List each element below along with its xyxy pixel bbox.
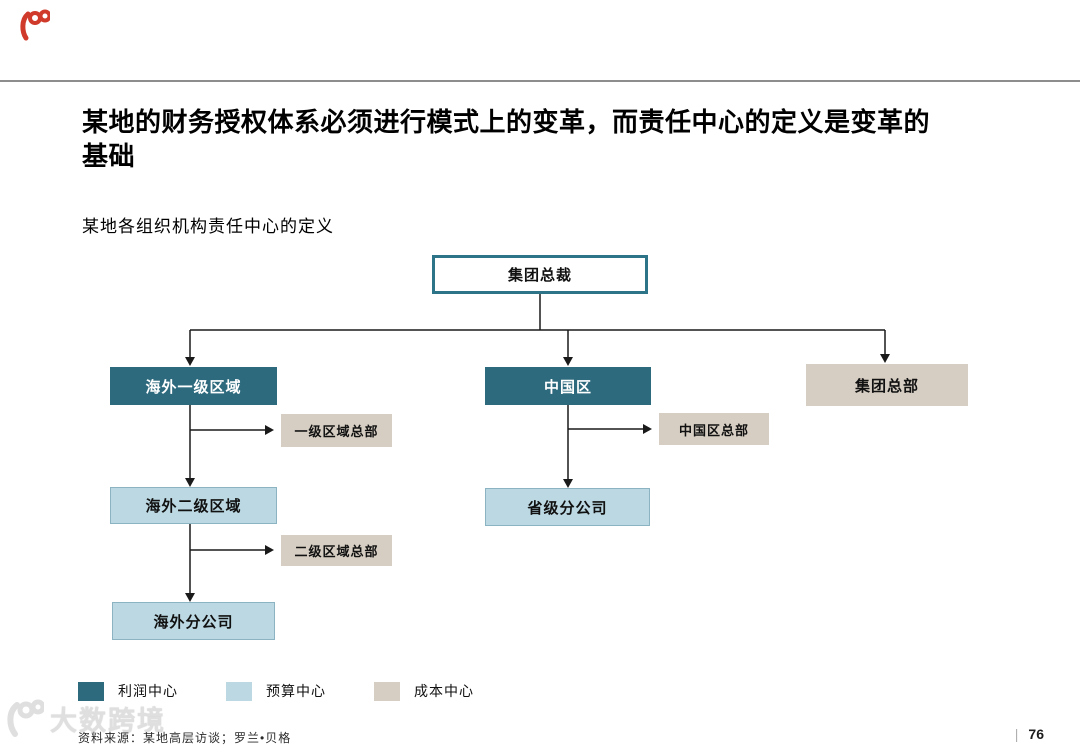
legend-item-profit-center: 利润中心: [78, 681, 178, 701]
page-title-line2: 基础: [82, 140, 136, 171]
cost-center-swatch: [374, 681, 400, 701]
org-node-province-branch-company: 省级分公司: [485, 488, 650, 526]
budget-center-swatch: [226, 681, 252, 701]
legend-label: 利润中心: [118, 683, 178, 699]
org-node-level1-region-hq: 一级区域总部: [281, 414, 392, 447]
page-title-line1: 某地的财务授权体系必须进行模式上的变革，而责任中心的定义是变革的: [82, 107, 931, 137]
legend-item-cost-center: 成本中心: [374, 681, 474, 701]
page-title: 某地的财务授权体系必须进行模式上的变革，而责任中心的定义是变革的 基础: [82, 106, 1042, 174]
legend-item-budget-center: 预算中心: [226, 681, 326, 701]
legend-label: 预算中心: [266, 683, 326, 699]
org-node-china-region: 中国区: [485, 367, 651, 405]
top-divider-line: [0, 80, 1080, 82]
org-node-overseas-branch-company: 海外分公司: [112, 602, 275, 640]
org-node-china-region-hq: 中国区总部: [659, 413, 769, 445]
org-node-ceo: 集团总裁: [432, 255, 648, 294]
page-number-divider: |: [1014, 726, 1019, 742]
red-logo-stamp-icon: [20, 9, 50, 41]
diagram-caption: 某地各组织机构责任中心的定义: [82, 217, 334, 236]
page-number: | 76: [1015, 726, 1044, 742]
profit-center-swatch: [78, 681, 104, 701]
org-node-overseas-level1-region: 海外一级区域: [110, 367, 277, 405]
legend-label: 成本中心: [414, 683, 474, 699]
org-node-overseas-level2-region: 海外二级区域: [110, 487, 277, 524]
org-node-group-headquarters: 集团总部: [806, 364, 968, 406]
page-number-value: 76: [1028, 726, 1044, 742]
org-node-level2-region-hq: 二级区域总部: [281, 535, 392, 566]
source-note: 资料来源：某地高层访谈；罗兰•贝格: [78, 731, 292, 745]
legend: 利润中心 预算中心 成本中心: [78, 681, 474, 701]
